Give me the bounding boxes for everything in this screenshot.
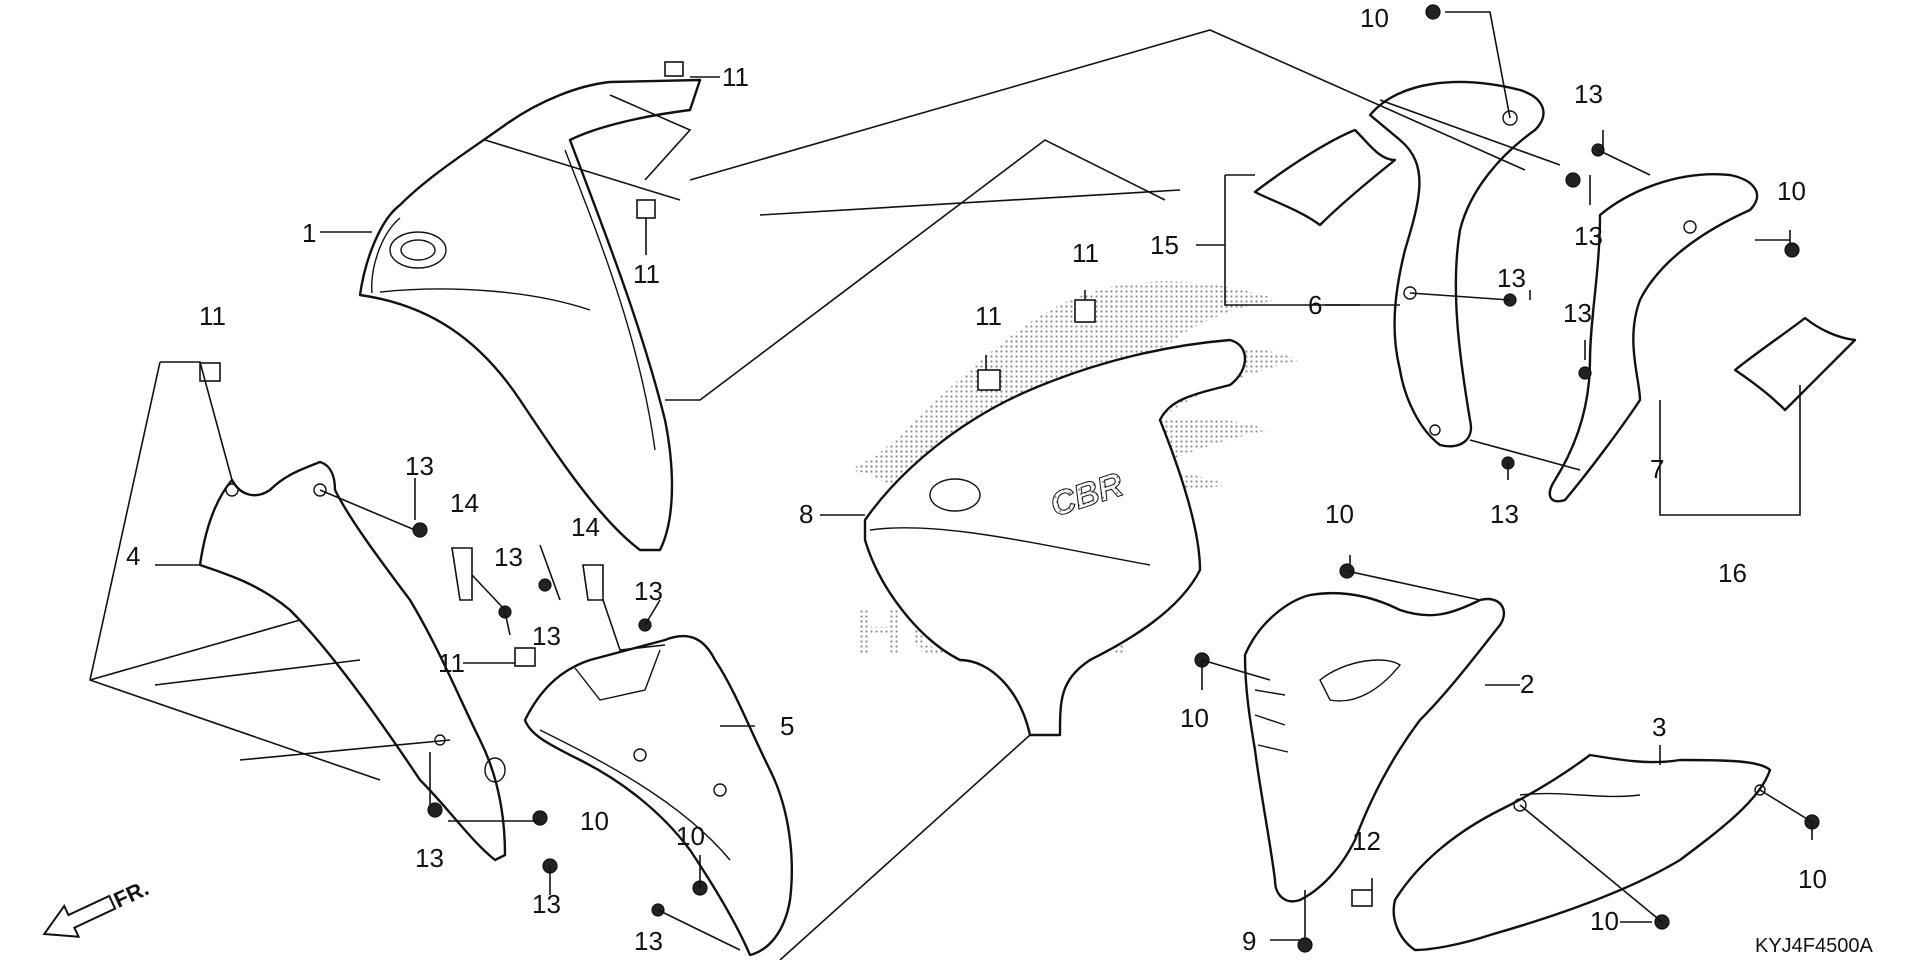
screw-13-c <box>538 578 552 592</box>
bracket-14-a <box>451 547 473 601</box>
callout-10: 10 <box>1777 176 1806 206</box>
callout-11: 11 <box>722 62 749 92</box>
sticker-16 <box>1733 316 1857 412</box>
screw-13-e <box>427 802 443 818</box>
callout-3: 3 <box>1652 712 1666 742</box>
callout-13: 13 <box>1497 263 1526 293</box>
callout-10: 10 <box>580 806 609 836</box>
callout-10: 10 <box>1590 906 1619 936</box>
callout-11: 11 <box>633 259 660 289</box>
clip-11-top <box>664 61 684 77</box>
clip-11-mid <box>514 647 536 667</box>
callout-11: 11 <box>1072 238 1099 268</box>
callout-13: 13 <box>405 451 434 481</box>
callout-14: 14 <box>450 488 479 518</box>
screw-13-k <box>1578 366 1592 380</box>
part-8-inner-panel: CBR <box>863 338 1247 737</box>
callout-10: 10 <box>676 821 705 851</box>
callout-8: 8 <box>799 499 813 529</box>
callout-13: 13 <box>1574 221 1603 251</box>
clip-11-left <box>199 362 221 382</box>
callout-14: 14 <box>571 512 600 542</box>
callout-15: 15 <box>1150 230 1179 260</box>
callout-16: 16 <box>1718 558 1747 588</box>
diagram-code: KYJ4F4500A <box>1755 935 1874 957</box>
callout-13: 13 <box>1490 499 1519 529</box>
bolt-9 <box>1297 937 1313 953</box>
callout-13: 13 <box>415 843 444 873</box>
callout-9: 9 <box>1242 926 1256 956</box>
callout-5: 5 <box>780 711 794 741</box>
part-6-bracket <box>1368 80 1545 448</box>
front-label: FR. <box>110 875 153 913</box>
clip-11-upper <box>636 199 656 219</box>
callout-2: 2 <box>1520 669 1534 699</box>
callout-4: 4 <box>126 541 140 571</box>
front-arrow-icon <box>42 894 117 938</box>
clip-12 <box>1351 889 1373 907</box>
part-1-upper-fairing <box>358 78 702 552</box>
screw-13-h <box>1565 172 1581 188</box>
callout-6: 6 <box>1308 290 1322 320</box>
sticker-15 <box>1253 128 1397 227</box>
callout-13: 13 <box>532 889 561 919</box>
part-5-lower-panel <box>523 634 793 957</box>
leader-lines <box>89 11 1813 960</box>
clip-11-center-a <box>977 369 1001 391</box>
callout-13: 13 <box>1563 298 1592 328</box>
callout-10: 10 <box>1798 864 1827 894</box>
screw-13-a <box>412 522 428 538</box>
front-arrow: FR. <box>42 875 153 938</box>
callout-1: 1 <box>302 218 316 248</box>
callout-13: 13 <box>494 542 523 572</box>
callout-10: 10 <box>1180 703 1209 733</box>
callout-11: 11 <box>438 648 465 678</box>
bolt-10-b <box>1784 242 1800 258</box>
callout-13: 13 <box>1574 79 1603 109</box>
callout-10: 10 <box>1360 3 1389 33</box>
callout-10: 10 <box>1325 499 1354 529</box>
bolt-10-g <box>532 810 548 826</box>
callout-11: 11 <box>975 301 1002 331</box>
bracket-14-b <box>582 564 604 601</box>
callout-7: 7 <box>1650 454 1664 484</box>
bolt-10-a <box>1425 4 1441 20</box>
part-3-under-cowl <box>1392 753 1772 952</box>
callout-13: 13 <box>634 576 663 606</box>
callout-labels: 11 11 1 11 4 13 14 13 13 14 13 11 5 13 1… <box>126 3 1827 956</box>
part-2-lower-cowl <box>1243 591 1506 903</box>
callout-13: 13 <box>532 621 561 651</box>
callout-12: 12 <box>1352 826 1381 856</box>
callout-13: 13 <box>634 926 663 956</box>
callout-11: 11 <box>199 301 226 331</box>
clip-11-center-b <box>1074 299 1096 323</box>
